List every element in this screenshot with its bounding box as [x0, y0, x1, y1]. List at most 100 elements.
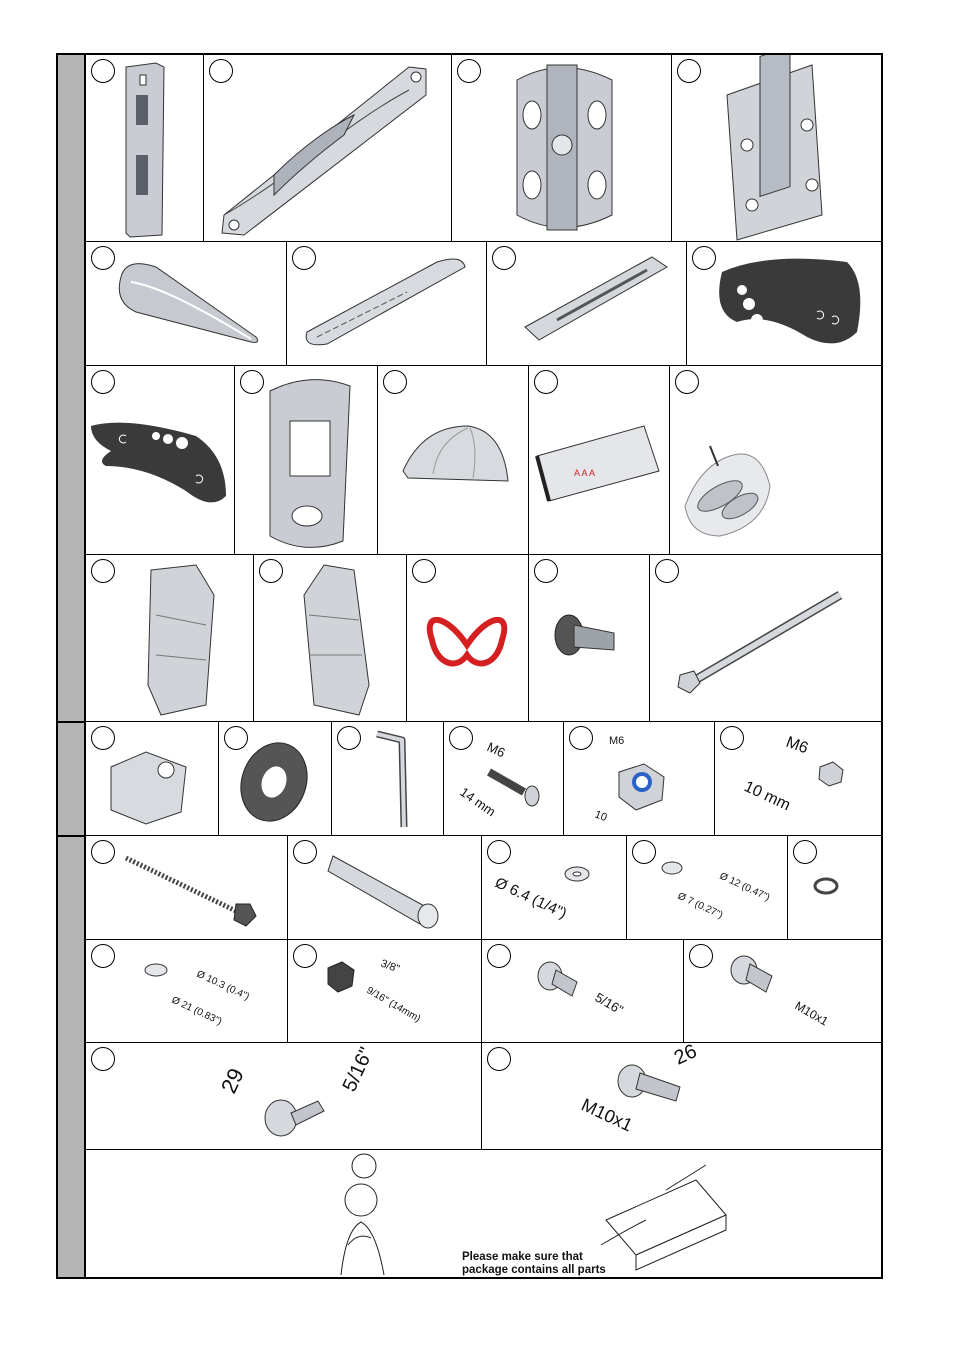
lock-nut-size-label: 3/8": [379, 958, 401, 976]
part-number-circle: [209, 59, 233, 83]
lock-nut-width-label: 9/16" (14mm): [365, 985, 423, 1025]
part-number-circle: [675, 370, 699, 394]
part-cell: [287, 242, 487, 365]
long-arm-icon: [204, 55, 452, 241]
wall-anchor-icon: [288, 836, 482, 939]
part-number-circle: [720, 726, 744, 750]
part-cell: M6 10: [564, 722, 715, 835]
part-cell: [86, 55, 204, 241]
part-cell: [487, 242, 687, 365]
front-cover-icon: [235, 366, 378, 554]
part-number-circle: [689, 944, 713, 968]
bolt-m10-length-label: 26: [671, 1043, 700, 1070]
part-cell: [670, 366, 885, 554]
part-cell: [407, 555, 529, 721]
part-number-circle: [487, 944, 511, 968]
m6-screw-size-label: M6: [485, 739, 508, 760]
part-cell: [378, 366, 529, 554]
dome-cap-icon: [378, 366, 529, 554]
part-cell: [86, 555, 254, 721]
part-number-circle: [449, 726, 473, 750]
parts-row-6: Ø 6.4 (1/4") Ø 12 (0.47") Ø 7 (0.27"): [86, 836, 881, 940]
sleeve-5-16-label: 5/16": [593, 990, 627, 1018]
part-number-circle: [692, 246, 716, 270]
cone-cover-icon: [86, 242, 287, 365]
parts-row-3: A A A: [86, 366, 881, 555]
part-cell: [86, 242, 287, 365]
part-cell: [86, 366, 235, 554]
part-cell: 5/16": [482, 940, 684, 1042]
part-number-circle: [534, 370, 558, 394]
part-number-circle: [337, 726, 361, 750]
lag-screw-icon: [86, 836, 288, 939]
washer-7-12-outer-label: Ø 12 (0.47"): [718, 871, 772, 904]
parts-row-2: [86, 242, 881, 366]
part-number-circle: [91, 944, 115, 968]
part-number-circle: [487, 840, 511, 864]
part-cell: 3/8" 9/16" (14mm): [288, 940, 482, 1042]
part-number-circle: [91, 726, 115, 750]
washer-6-4-label: Ø 6.4 (1/4"): [492, 874, 569, 922]
part-cell: [687, 242, 885, 365]
wall-plate-icon: [452, 55, 672, 241]
parts-list-frame: A A A: [56, 53, 883, 1279]
part-number-circle: [224, 726, 248, 750]
part-cell: A A A: [529, 366, 670, 554]
part-number-circle: [534, 559, 558, 583]
parts-row-8: 29 5/16" 26 M10x1: [86, 1043, 881, 1150]
part-cell: 26 M10x1: [482, 1043, 885, 1149]
sleeve-m10-label: M10x1: [793, 998, 831, 1028]
slotted-bar-icon: [487, 242, 687, 365]
part-number-circle: [793, 840, 817, 864]
part-cell: [650, 555, 885, 721]
part-number-circle: [293, 944, 317, 968]
section-sidebar: [58, 55, 86, 1277]
part-number-circle: [240, 370, 264, 394]
part-cell: [288, 836, 482, 939]
part-number-circle: [91, 246, 115, 270]
parts-row-1: [86, 55, 881, 242]
part-number-circle: [259, 559, 283, 583]
parts-row-7: Ø 10.3 (0.4") Ø 21 (0.83") 3/8" 9/16" (1…: [86, 940, 881, 1043]
label-strip-icon: A A A: [529, 366, 670, 554]
package-check-note-line-2: package contains all parts: [462, 1264, 606, 1277]
sidebar-divider: [58, 835, 86, 837]
part-cell: Ø 12 (0.47") Ø 7 (0.27"): [627, 836, 788, 939]
part-number-circle: [457, 59, 481, 83]
tv-plate-icon: [672, 55, 885, 241]
bag-of-pins-icon: [670, 366, 885, 554]
package-check-note: Please make sure that package contains a…: [462, 1251, 606, 1277]
part-number-circle: [91, 559, 115, 583]
part-cell: [254, 555, 407, 721]
part-number-circle: [487, 1047, 511, 1071]
part-number-circle: [292, 246, 316, 270]
part-number-circle: [569, 726, 593, 750]
dark-cover-plate-icon: [687, 242, 885, 365]
part-number-circle: [91, 1047, 115, 1071]
sleeve-m10-icon: M10x1: [684, 940, 885, 1042]
bolt-m10-thread-label: M10x1: [578, 1094, 635, 1135]
part-number-circle: [655, 559, 679, 583]
dark-cover-plate-left-icon: [86, 366, 235, 554]
part-cell: [86, 836, 288, 939]
part-number-circle: [677, 59, 701, 83]
part-cell: [235, 366, 378, 554]
part-number-circle: [91, 59, 115, 83]
part-cell: [332, 722, 444, 835]
sleeve-5-16-icon: 5/16": [482, 940, 684, 1042]
part-cell: Ø 10.3 (0.4") Ø 21 (0.83"): [86, 940, 288, 1042]
shoulder-bolt-m10-icon: 26 M10x1: [482, 1043, 885, 1149]
part-cell: [204, 55, 452, 241]
bolt-5-16-length-label: 29: [216, 1064, 249, 1097]
part-cell: [86, 722, 219, 835]
side-cover-right-icon: [86, 555, 254, 721]
part-number-circle: [383, 370, 407, 394]
washer-10-3-outer-label: Ø 21 (0.83"): [170, 995, 224, 1028]
m6-screw-length-label: 14 mm: [457, 784, 498, 819]
parts-row-4: [86, 555, 881, 722]
part-cell: [672, 55, 885, 241]
parts-row-5: M6 14 mm M6 10 M6 10 mm: [86, 722, 881, 836]
part-number-circle: [632, 840, 656, 864]
lock-nut-3-8-icon: 3/8" 9/16" (14mm): [288, 940, 482, 1042]
svg-text:A A A: A A A: [574, 468, 595, 478]
